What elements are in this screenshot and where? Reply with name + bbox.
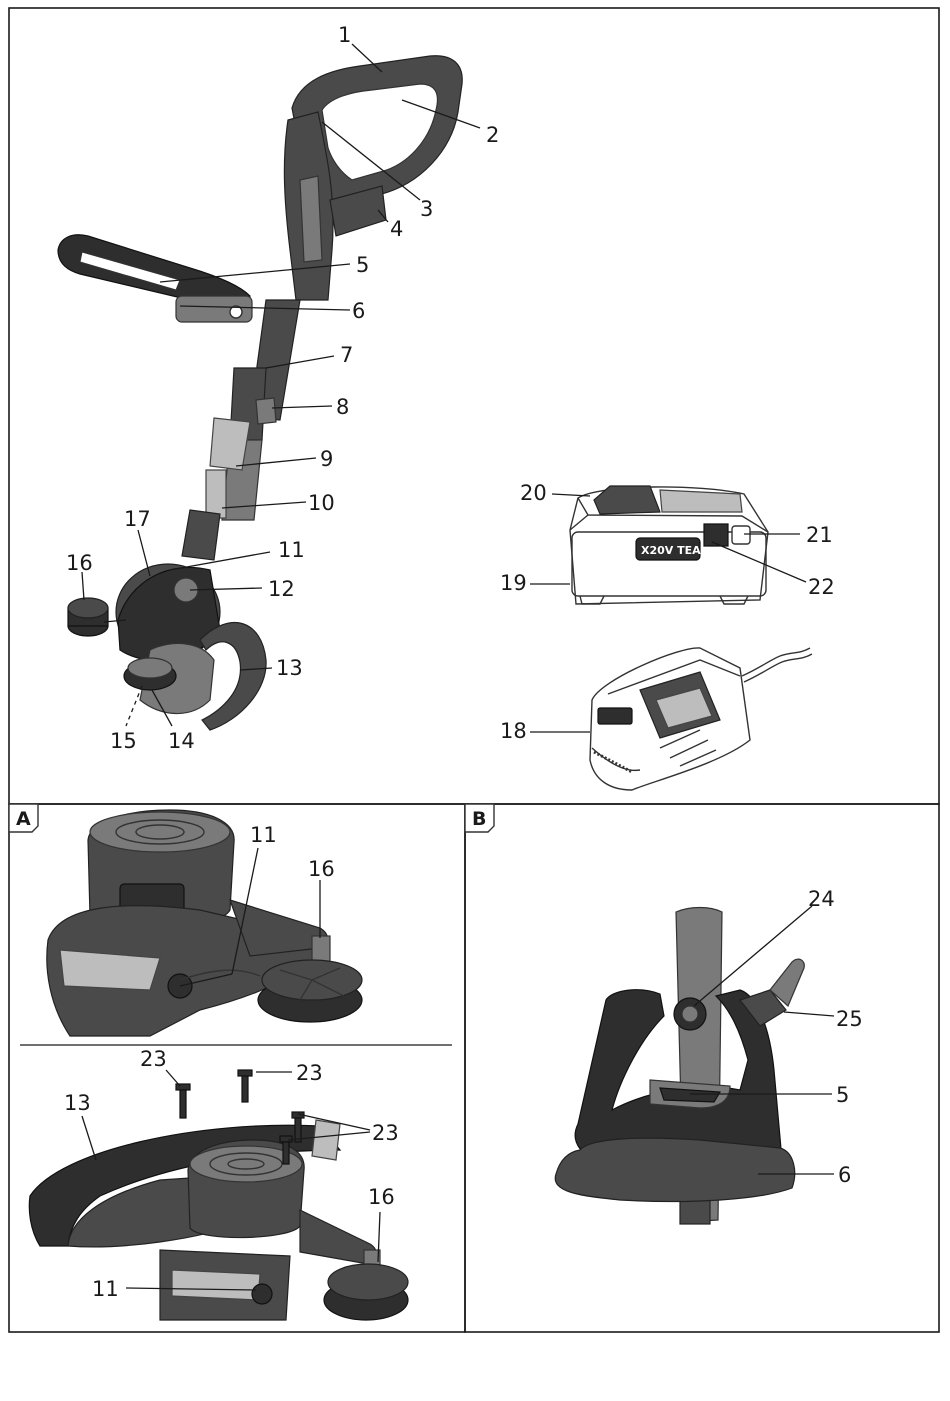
callout-label: 4 xyxy=(390,217,403,241)
charger-callout-labels: 18 xyxy=(500,719,527,743)
callout-label: 3 xyxy=(420,197,433,221)
callout-label: 16 xyxy=(368,1185,395,1209)
battery-logo-text: X20V TEAM xyxy=(641,544,712,557)
callout-label: 23 xyxy=(140,1047,167,1071)
panel-b-frame xyxy=(464,803,940,1333)
callout-label: 14 xyxy=(168,729,195,753)
battery-illustration: X20V TEAM xyxy=(569,485,769,605)
callout-label: 23 xyxy=(296,1061,323,1085)
guard-assembly-photo xyxy=(46,809,363,1037)
callout-label: 8 xyxy=(336,395,349,419)
main-callout-labels: 1 2 3 4 5 6 7 8 9 10 11 12 13 14 15 16 1… xyxy=(66,23,499,753)
guard-mounting-photo xyxy=(28,1069,409,1321)
callout-label: 12 xyxy=(268,577,295,601)
callout-label: 22 xyxy=(808,575,835,599)
callout-label: 15 xyxy=(110,729,137,753)
callout-label: 24 xyxy=(808,887,835,911)
callout-label: 5 xyxy=(356,253,369,277)
callout-label: 17 xyxy=(124,507,151,531)
panel-a-tag: A xyxy=(8,803,39,833)
callout-label: 21 xyxy=(806,523,833,547)
callout-label: 2 xyxy=(486,123,499,147)
callout-label: 13 xyxy=(276,656,303,680)
callout-label: 6 xyxy=(352,299,365,323)
callout-label: 7 xyxy=(340,343,353,367)
callout-label: 10 xyxy=(308,491,335,515)
callout-label: 1 xyxy=(338,23,351,47)
callout-leaders xyxy=(81,43,835,1291)
callout-label: 20 xyxy=(520,481,547,505)
callout-label: 13 xyxy=(64,1091,91,1115)
panel-a-frame xyxy=(8,803,466,1333)
callout-label: 11 xyxy=(250,823,277,847)
callout-label: 5 xyxy=(836,1083,849,1107)
svg-text:A: A xyxy=(16,808,31,830)
svg-text:B: B xyxy=(472,808,486,830)
panel-a-callout-labels: 11 16 23 23 23 13 16 11 xyxy=(64,823,399,1301)
charger-illustration xyxy=(589,647,813,791)
battery-callout-labels: 20 21 19 22 xyxy=(500,481,835,599)
callout-label: 9 xyxy=(320,447,333,471)
callout-label: 11 xyxy=(278,538,305,562)
callout-label: 18 xyxy=(500,719,527,743)
panel-b-callout-labels: 24 25 5 6 xyxy=(808,887,863,1187)
callout-label: 6 xyxy=(838,1163,851,1187)
callout-label: 23 xyxy=(372,1121,399,1145)
callout-label: 11 xyxy=(92,1277,119,1301)
callout-label: 16 xyxy=(66,551,93,575)
panel-b-tag: B xyxy=(464,803,495,833)
callout-label: 16 xyxy=(308,857,335,881)
handle-assembly-photo xyxy=(554,906,805,1225)
callout-label: 25 xyxy=(836,1007,863,1031)
screw-icon xyxy=(175,1069,305,1165)
string-trimmer-illustration xyxy=(57,55,463,731)
callout-label: 19 xyxy=(500,571,527,595)
